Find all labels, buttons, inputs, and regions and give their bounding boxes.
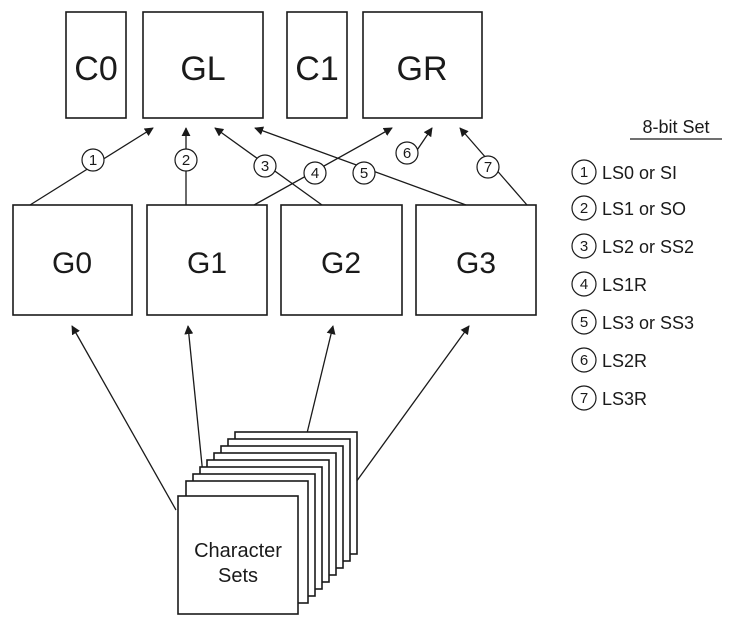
- legend-item-label: LS2 or SS2: [602, 237, 694, 257]
- arrow-to-g1: [184, 325, 204, 476]
- legend-item-5: 5 LS3 or SS3: [571, 309, 694, 335]
- g1-box: G1: [146, 204, 268, 316]
- marker-3: 3: [253, 154, 277, 178]
- g1-label: G1: [187, 247, 227, 280]
- legend-item-4: 4 LS1R: [571, 271, 647, 297]
- arrow-to-g3: [342, 325, 470, 501]
- svg-text:1: 1: [580, 164, 588, 181]
- character-sets-front-page: [177, 495, 299, 615]
- g2-label: G2: [321, 247, 361, 280]
- g2-box: G2: [280, 204, 403, 316]
- character-sets-stack: Character Sets: [177, 431, 358, 615]
- svg-text:3: 3: [261, 158, 269, 175]
- svg-text:6: 6: [403, 145, 411, 162]
- legend-item-3: 3 LS2 or SS2: [571, 233, 694, 259]
- g3-box: G3: [415, 204, 537, 316]
- g0-box: G0: [12, 204, 133, 316]
- legend: 8-bit Set 1 LS0 or SI 2 LS1 or SO 3 LS2 …: [571, 117, 722, 411]
- gl-label: GL: [180, 50, 225, 88]
- gl-box: GL: [142, 11, 264, 119]
- legend-item-label: LS2R: [602, 351, 647, 371]
- svg-text:3: 3: [580, 238, 588, 255]
- marker-4: 4: [303, 161, 327, 185]
- svg-text:5: 5: [360, 165, 368, 182]
- gr-label: GR: [397, 50, 448, 88]
- legend-item-2: 2 LS1 or SO: [571, 195, 686, 221]
- gr-box: GR: [362, 11, 483, 119]
- marker-7: 7: [476, 155, 500, 179]
- svg-text:7: 7: [484, 159, 492, 176]
- legend-item-label: LS0 or SI: [602, 163, 677, 183]
- character-sets-label-line2: Sets: [218, 565, 258, 587]
- svg-text:2: 2: [182, 152, 190, 169]
- legend-item-6: 6 LS2R: [571, 347, 647, 373]
- legend-item-label: LS3R: [602, 389, 647, 409]
- c0-label: C0: [74, 50, 117, 88]
- g3-label: G3: [456, 247, 496, 280]
- c1-label: C1: [295, 50, 338, 88]
- marker-1: 1: [81, 148, 105, 172]
- svg-text:5: 5: [580, 314, 588, 331]
- svg-text:4: 4: [580, 276, 588, 293]
- marker-2: 2: [174, 148, 198, 172]
- legend-item-1: 1 LS0 or SI: [571, 159, 677, 185]
- svg-text:2: 2: [580, 200, 588, 217]
- svg-text:4: 4: [311, 165, 319, 182]
- g0-label: G0: [52, 247, 92, 280]
- invocation-arrows: [29, 126, 528, 206]
- legend-item-7: 7 LS3R: [571, 385, 647, 411]
- c0-box: C0: [65, 11, 127, 119]
- svg-text:6: 6: [580, 352, 588, 369]
- arrow-number-markers: 1 2 3 4 5 6 7: [81, 141, 500, 185]
- legend-title: 8-bit Set: [642, 117, 709, 137]
- svg-text:1: 1: [89, 152, 97, 169]
- marker-6: 6: [395, 141, 419, 165]
- legend-item-label: LS3 or SS3: [602, 313, 694, 333]
- arrow-to-g0: [71, 325, 177, 511]
- c1-box: C1: [286, 11, 348, 119]
- marker-5: 5: [352, 161, 376, 185]
- character-sets-label-line1: Character: [194, 540, 282, 562]
- svg-text:7: 7: [580, 390, 588, 407]
- legend-item-label: LS1 or SO: [602, 199, 686, 219]
- legend-item-label: LS1R: [602, 275, 647, 295]
